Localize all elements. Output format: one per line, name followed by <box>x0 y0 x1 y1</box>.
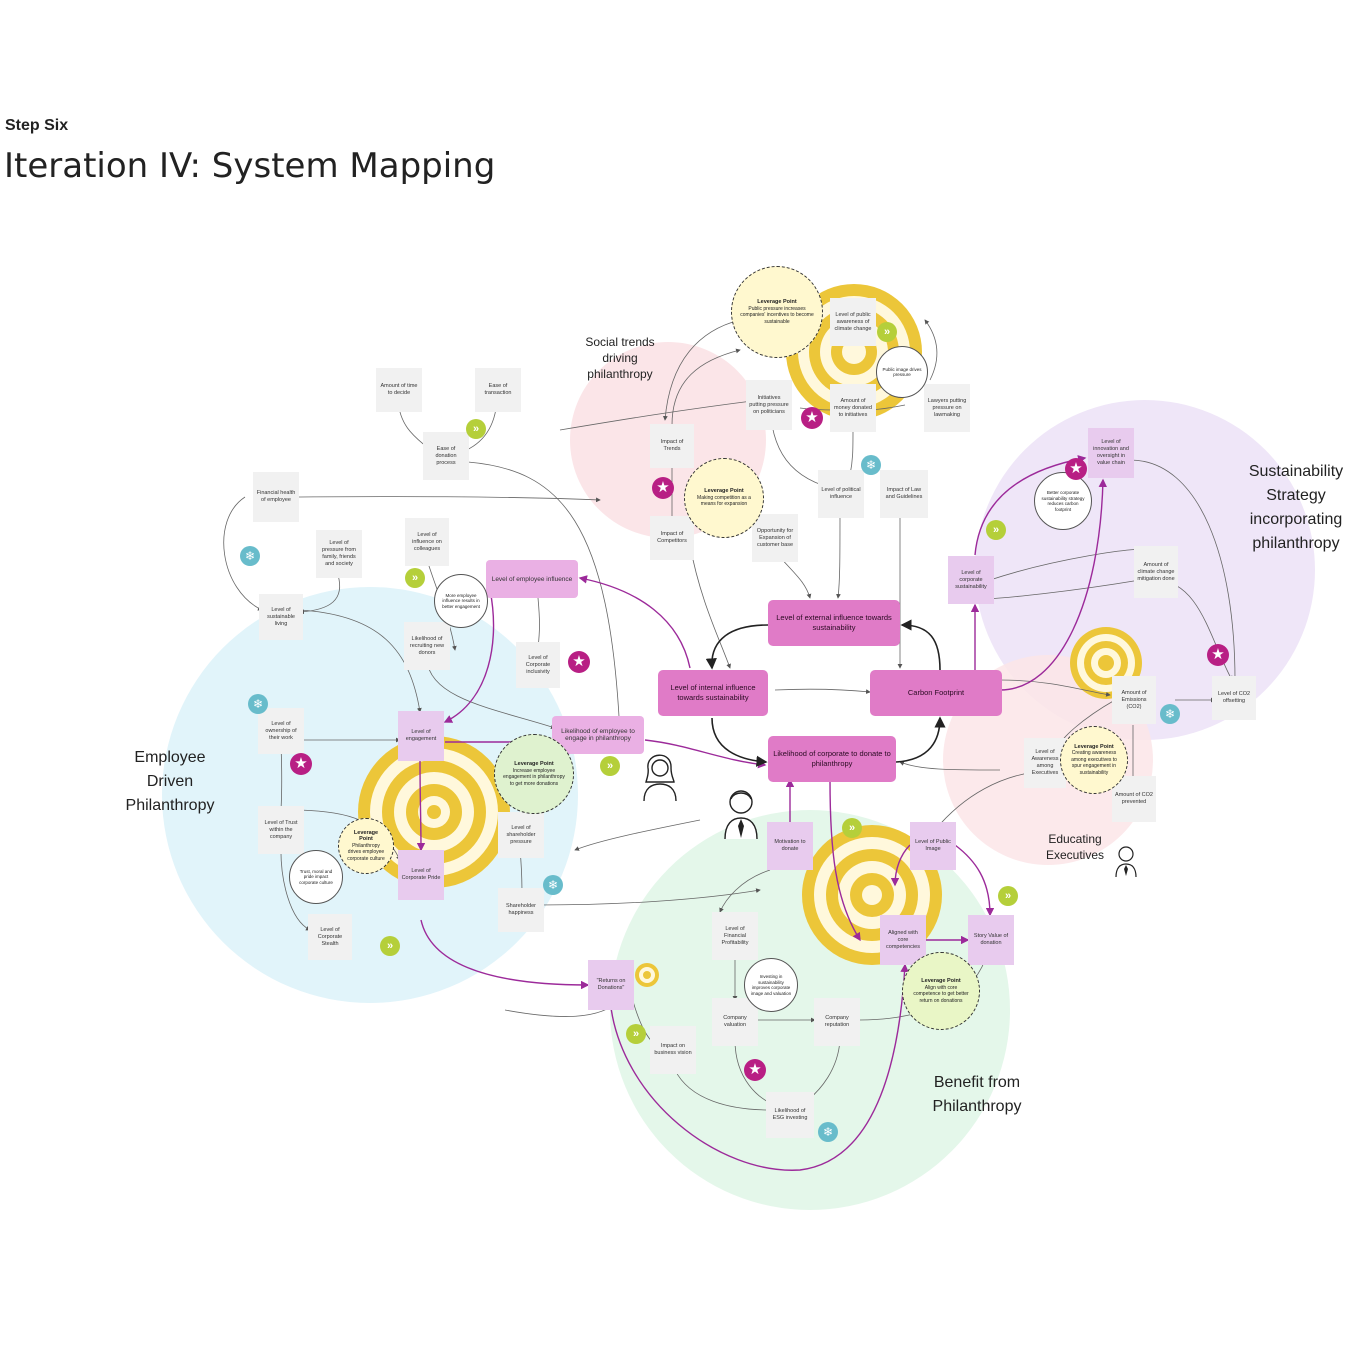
zone-label-educating: Educating Executives <box>1045 832 1105 862</box>
star-icon: ★ <box>801 407 823 429</box>
step-label: Step Six <box>5 117 69 134</box>
node-impact-trends: Impact of Trends <box>650 424 694 468</box>
loop-note: Investing in sustainability improves cor… <box>744 958 798 1012</box>
node-public-image: Level of Public Image <box>910 822 956 870</box>
person-icon <box>643 754 677 802</box>
chevron-icon: » <box>380 936 400 956</box>
chevron-icon: » <box>998 886 1018 906</box>
node-trust-company: Level of Trust within the company <box>258 806 304 854</box>
snowflake-icon: ❄ <box>248 694 268 714</box>
node-company-valuation: Company valuation <box>712 998 758 1046</box>
node-co2-offsetting: Level of CO2 offsetting <box>1212 676 1256 720</box>
node-corporate-inclusivity: Level of Corporate inclusivity <box>516 642 560 688</box>
loop-note: Better corporate sustainability strategy… <box>1034 472 1092 530</box>
node-impact-competitors: Impact of Competitors <box>650 516 694 560</box>
chevron-icon: » <box>842 818 862 838</box>
target-icon <box>358 736 510 888</box>
node-public-awareness: Level of public awareness of climate cha… <box>830 298 876 346</box>
snowflake-icon: ❄ <box>818 1122 838 1142</box>
node-climate-mitigation: Amount of climate change mitigation done <box>1134 546 1178 598</box>
chevron-icon: » <box>986 520 1006 540</box>
node-shareholder-pressure: Level of shareholder pressure <box>498 812 544 858</box>
zone-label-employee: Employee Driven Philanthropy <box>125 749 215 814</box>
node-corporate-donate: Likelihood of corporate to donate to phi… <box>768 736 896 782</box>
star-icon: ★ <box>1207 644 1229 666</box>
node-time-to-decide: Amount of time to decide <box>376 368 422 412</box>
star-icon: ★ <box>1065 458 1087 480</box>
node-sustainable-living: Level of sustainable living <box>259 594 303 640</box>
node-external-influence: Level of external influence towards sust… <box>768 600 900 646</box>
node-business-vision: Impact on business vision <box>650 1026 696 1074</box>
chevron-icon: » <box>626 1024 646 1044</box>
node-carbon-footprint: Carbon Footprint <box>870 670 1002 716</box>
node-lawyers-pressure: Lawyers putting pressure on lawmaking <box>924 384 970 432</box>
node-influence-colleagues: Level of influence on colleagues <box>405 518 449 566</box>
node-co2-prevented: Amount of CO2 prevented <box>1112 776 1156 822</box>
snowflake-icon: ❄ <box>1160 704 1180 724</box>
node-law-guidelines: Impact of Law and Guidelines <box>880 470 928 518</box>
star-icon: ★ <box>290 753 312 775</box>
node-money-donated: Amount of money donated to initiatives <box>830 384 876 432</box>
node-innovation-value-chain: Level of innovation and oversight in val… <box>1088 428 1134 478</box>
chevron-icon: » <box>405 568 425 588</box>
zone-label-social: Social trends driving philanthropy <box>585 335 655 381</box>
star-icon: ★ <box>568 651 590 673</box>
person-icon <box>724 790 758 840</box>
chevron-icon: » <box>877 322 897 342</box>
node-employee-philanthropy: Likelihood of employee to engage in phil… <box>552 716 644 754</box>
star-icon: ★ <box>744 1059 766 1081</box>
zone-label-benefit: Benefit from Philanthropy <box>932 1074 1022 1115</box>
node-story-value: Story Value of donation <box>968 915 1014 965</box>
node-political-influence: Level of political influence <box>818 470 864 518</box>
page-title: Iteration IV: System Mapping <box>4 146 496 186</box>
node-corporate-pride: Level of Corporate Pride <box>398 850 444 900</box>
node-internal-influence: Level of internal influence towards sust… <box>658 670 768 716</box>
node-social-pressure: Level of pressure from family, friends a… <box>316 530 362 578</box>
node-financial-profitability: Level of Financial Profitability <box>712 912 758 960</box>
node-employee-influence: Level of employee influence <box>486 560 578 598</box>
chevron-icon: » <box>466 419 486 439</box>
node-expansion: Opportunity for Expansion of customer ba… <box>752 514 798 562</box>
snowflake-icon: ❄ <box>543 875 563 895</box>
purple-connectors <box>416 455 1108 1171</box>
loop-note: Public image drives pressure <box>876 346 928 398</box>
core-loop-arrows <box>705 619 946 767</box>
node-ease-of-donation: Ease of donation process <box>423 432 469 480</box>
zone-label-sustainability: Sustainability Strategy incorporating ph… <box>1248 463 1344 552</box>
node-shareholder-happiness: Shareholder happiness <box>498 888 544 932</box>
loop-note: Trust, moral and pride impact corporate … <box>289 850 343 904</box>
node-ease-of-transaction: Ease of transaction <box>475 368 521 412</box>
node-initiatives-politicians: Initiatives putting pressure on politici… <box>746 380 792 430</box>
snowflake-icon: ❄ <box>240 546 260 566</box>
chevron-icon: » <box>600 756 620 776</box>
node-emissions: Amount of Emissions (CO2) <box>1112 676 1156 724</box>
node-ownership-work: Level of ownership of their work <box>258 708 304 754</box>
node-motivation-donate: Motivation to donate <box>767 822 813 870</box>
node-corporate-stealth: Level of Corporate Stealth <box>308 914 352 960</box>
node-engagement: Level of engagement <box>398 711 444 761</box>
loop-note: More employee influence results in bette… <box>434 574 488 628</box>
node-esg-investing: Likelihood of ESG investing <box>766 1092 814 1138</box>
node-corporate-sustainability: Level of corporate sustainability <box>948 556 994 604</box>
node-returns-on-donations: "Returns on Donations" <box>588 960 634 1010</box>
node-company-reputation: Company reputation <box>814 998 860 1046</box>
person-icon <box>1115 846 1137 878</box>
node-financial-health: Financial health of employee <box>253 472 299 522</box>
target-icon <box>635 963 659 987</box>
star-icon: ★ <box>652 477 674 499</box>
snowflake-icon: ❄ <box>861 455 881 475</box>
node-awareness-executives: Level of Awareness among Executives <box>1024 738 1066 788</box>
node-recruiting-donors: Likelihood of recruiting new donors <box>404 622 450 670</box>
node-core-competencies: Aligned with core competencies <box>880 915 926 965</box>
target-icon <box>1070 627 1142 699</box>
